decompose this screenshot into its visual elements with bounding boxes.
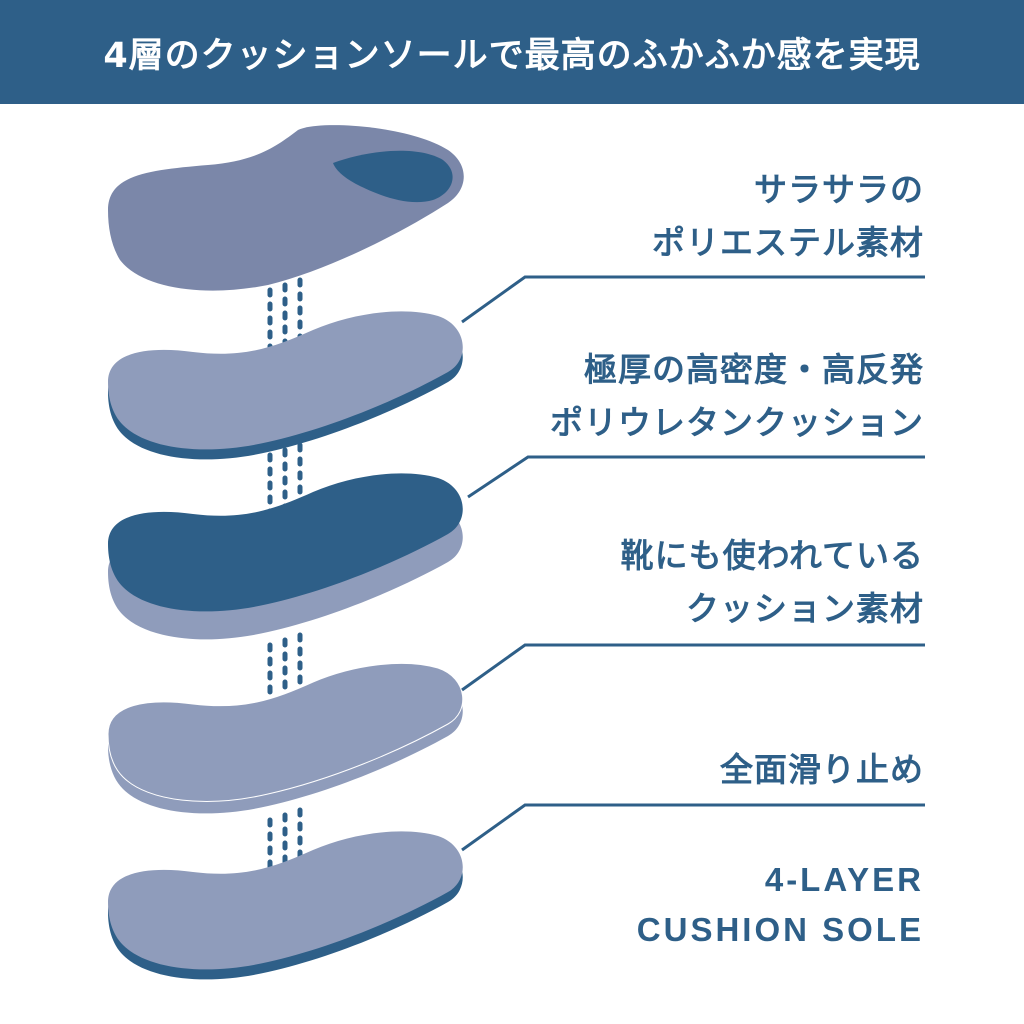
caption-line: 4-LAYER: [764, 861, 924, 898]
label-line: 靴にも使われている: [620, 536, 924, 575]
label-line: クッション素材: [686, 589, 924, 628]
label-line: 全面滑り止め: [720, 750, 924, 789]
leader-lines: [461, 275, 925, 852]
slipper-upper: [108, 125, 464, 291]
label-line: ポリウレタンクッション: [550, 403, 924, 442]
label-layer-1: サラサラの ポリエステル素材: [652, 163, 924, 269]
header-title: 4層のクッションソールで最高のふかふか感を実現: [103, 35, 921, 76]
label-layer-4: 全面滑り止め: [720, 743, 924, 796]
header-banner: 4層のクッションソールで最高のふかふか感を実現: [0, 0, 1024, 104]
label-line: 極厚の高密度・高反発: [584, 350, 924, 389]
label-layer-3: 靴にも使われている クッション素材: [621, 529, 924, 635]
label-line: サラサラの: [754, 170, 924, 209]
caption-line: CUSHION SOLE: [636, 911, 924, 948]
label-layer-2: 極厚の高密度・高反発 ポリウレタンクッション: [550, 343, 924, 449]
footer-caption: 4-LAYER CUSHION SOLE: [637, 855, 924, 955]
layer-antislip: [108, 831, 463, 980]
label-line: ポリエステル素材: [652, 223, 924, 262]
